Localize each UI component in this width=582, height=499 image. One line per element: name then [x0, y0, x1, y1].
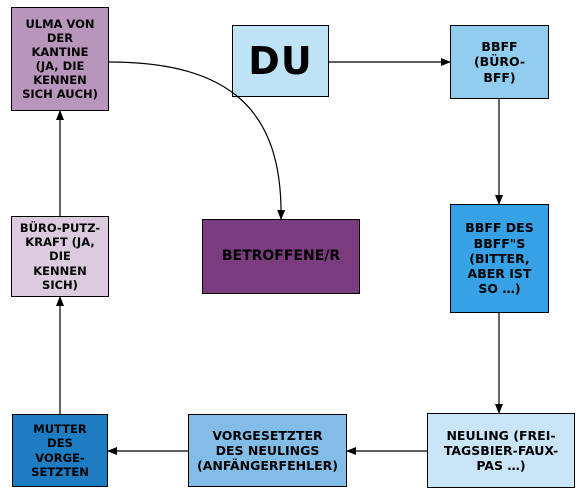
node-ulma-von-der-kantine: Ulma von der Kantine (ja, die kennen sic…	[11, 7, 109, 111]
node-betroffene-label: Betroffene/r	[221, 247, 341, 264]
node-neuling-label: Neuling (Frei- tagsbier-Faux- pas …)	[443, 427, 559, 474]
node-vorgesetzter-label: Vorgesetzter des Neulings (Anfängerfehle…	[197, 427, 338, 474]
node-vorgesetzter-des-neulings: Vorgesetzter des Neulings (Anfängerfehle…	[188, 414, 347, 487]
node-ulma-label: Ulma von der Kantine (ja, die kennen sic…	[22, 16, 98, 102]
node-buero-putzkraft: Büro-Putz- kraft (ja, die kennen sich)	[11, 216, 109, 297]
node-bbff-label: BBFF (Büro- BFF)	[473, 39, 526, 85]
edge-ulma-to-betroffene	[108, 61, 286, 220]
node-betroffene: Betroffene/r	[202, 219, 360, 294]
node-mutter-label: Mutter des Vorge- setzten	[31, 422, 89, 479]
node-bbff-des-bbff-label: BBFF des BBFF"s (bitter, aber ist so …)	[465, 220, 534, 297]
node-mutter-des-vorgesetzten: Mutter des Vorge- setzten	[12, 414, 108, 487]
node-du-label: DU	[248, 38, 313, 83]
node-du: DU	[232, 25, 329, 97]
node-neuling: Neuling (Frei- tagsbier-Faux- pas …)	[427, 413, 575, 488]
node-bbff: BBFF (Büro- BFF)	[450, 25, 549, 99]
node-bbff-des-bbff: BBFF des BBFF"s (bitter, aber ist so …)	[450, 204, 549, 313]
node-putzkraft-label: Büro-Putz- kraft (ja, die kennen sich)	[19, 221, 101, 292]
